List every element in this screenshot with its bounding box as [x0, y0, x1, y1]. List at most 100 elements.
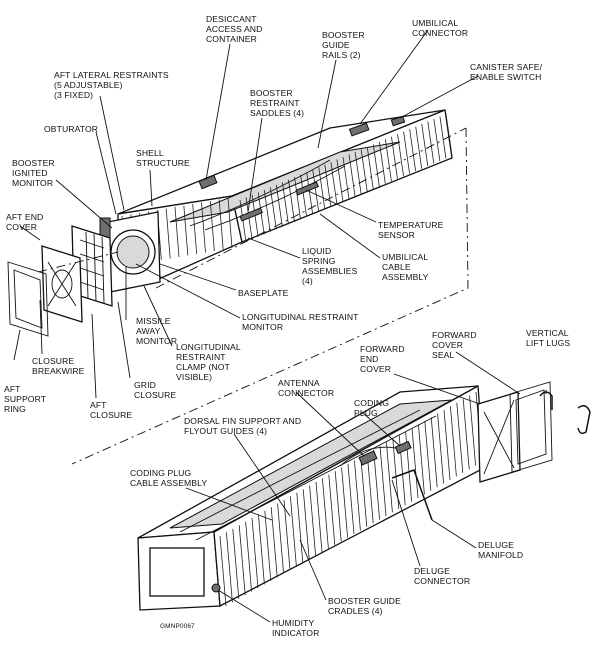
upper-centerline: [155, 127, 467, 289]
shell-rib: [347, 463, 355, 535]
shell-rib: [218, 199, 224, 250]
coding-plug-fitting: [394, 440, 412, 455]
shell-rib: [421, 124, 429, 167]
label-aft-closure: AFT CLOSURE: [90, 400, 133, 420]
shell-rib: [342, 156, 350, 200]
shell-rib: [302, 489, 310, 560]
label-humidity-indicator: HUMIDITY INDICATOR: [272, 618, 320, 638]
aft-centerline: [37, 251, 119, 273]
lower-shell-ribs: [219, 391, 483, 607]
label-desiccant-access: DESICCANT ACCESS AND CONTAINER: [206, 14, 263, 44]
label-forward-end-cover: FORWARD END COVER: [360, 344, 405, 374]
shell-rib: [226, 532, 233, 603]
shell-rib: [462, 399, 470, 470]
forward-end-parts: [477, 381, 591, 483]
label-shell-structure: SHELL STRUCTURE: [136, 148, 190, 168]
lower-end-opening: [149, 547, 205, 597]
label-aft-support-ring: AFT SUPPORT RING: [4, 384, 47, 414]
label-longitudinal-restraint-clamp: LONGITUDINAL RESTRAINT CLAMP (NOT VISIBL…: [176, 342, 241, 382]
umbilical-connector-fitting: [348, 122, 370, 137]
shell-rib: [263, 189, 271, 232]
forward-cover-seal: [509, 381, 553, 473]
label-closure-breakwire: CLOSURE BREAKWIRE: [32, 356, 85, 376]
booster-saddle-block: [239, 207, 263, 222]
shell-rib: [269, 187, 277, 230]
label-temperature-sensor: TEMPERATURE SENSOR: [378, 220, 444, 240]
shell-rib: [403, 131, 410, 174]
shell-rib: [227, 197, 233, 249]
label-longitudinal-restraint-monitor: LONGITUDINAL RESTRAINT MONITOR: [242, 312, 359, 332]
shell-rib: [328, 474, 336, 545]
canister-switch-fitting: [390, 115, 406, 127]
shell-rib: [283, 499, 291, 571]
label-grid-closure: GRID CLOSURE: [134, 380, 177, 400]
shell-rib: [300, 174, 307, 217]
shell-rib: [232, 528, 240, 599]
label-dorsal-fin-support: DORSAL FIN SUPPORT AND FLYOUT GUIDES (4): [184, 416, 302, 436]
shell-rib: [378, 141, 386, 184]
label-booster-ignited-monitor: BOOSTER IGNITED MONITOR: [12, 158, 55, 188]
shell-rib: [450, 406, 457, 477]
aft-end-parts: [7, 225, 113, 337]
label-deluge-manifold: DELUGE MANIFOLD: [478, 540, 524, 560]
shell-rib: [366, 146, 374, 189]
shell-rib: [174, 206, 180, 258]
label-canister-safe-enable-switch: CANISTER SAFE/ ENABLE SWITCH: [470, 62, 543, 82]
shell-rib: [439, 116, 447, 159]
shell-rib: [270, 507, 278, 578]
shell-rib: [360, 149, 368, 192]
label-umbilical-connector: UMBILICAL CONNECTOR: [412, 18, 469, 38]
label-liquid-spring-assemblies: LIQUID SPRING ASSEMBLIES (4): [302, 246, 358, 286]
shell-rib: [315, 481, 323, 553]
label-vertical-lift-lugs: VERTICAL LIFT LUGS: [526, 328, 571, 348]
shell-rib: [238, 525, 246, 596]
figure-id: GMNP0067: [160, 623, 195, 630]
label-forward-cover-seal: FORWARD COVER SEAL: [432, 330, 477, 360]
shell-rib: [391, 136, 398, 179]
shell-rib: [294, 177, 301, 220]
label-antenna-connector: ANTENNA CONNECTOR: [278, 378, 335, 398]
shell-rib: [296, 492, 304, 563]
shell-rib: [354, 460, 361, 531]
label-baseplate: BASEPLATE: [238, 288, 289, 298]
shell-rib: [341, 467, 348, 538]
shell-rib: [288, 179, 295, 222]
label-obturator: OBTURATOR: [44, 124, 99, 134]
label-coding-plug-cable-assembly: CODING PLUG CABLE ASSEMBLY: [130, 468, 208, 488]
shell-rib: [411, 427, 419, 499]
shell-rib: [433, 119, 441, 162]
shell-rib: [437, 413, 444, 484]
shell-rib: [312, 169, 320, 212]
shell-rib: [192, 203, 198, 255]
shell-rib: [456, 402, 464, 473]
aft-support-ring: [7, 261, 49, 337]
shell-rib: [445, 113, 453, 157]
upper-booster-bay: [169, 141, 401, 223]
lower-booster-bay: [169, 399, 453, 529]
label-deluge-connector: DELUGE CONNECTOR: [414, 566, 471, 586]
upper-canister: [99, 109, 453, 293]
lower-canister: [137, 384, 485, 611]
shell-rib: [245, 521, 252, 592]
shell-rib: [424, 420, 432, 491]
shell-rib: [348, 154, 356, 197]
shell-rib: [277, 503, 284, 574]
shell-rib: [275, 184, 283, 227]
shell-rib: [415, 126, 423, 169]
shell-rib: [324, 164, 332, 207]
shell-rib: [372, 144, 380, 187]
label-aft-end-cover: AFT END COVER: [6, 212, 44, 232]
shell-rib: [264, 510, 272, 581]
shell-rib: [258, 514, 265, 585]
shell-rib: [201, 202, 206, 253]
label-aft-lateral-restraints: AFT LATERAL RESTRAINTS (5 ADJUSTABLE) (3…: [54, 70, 169, 100]
obturator: [116, 235, 150, 269]
upper-to-lower-link-line: [71, 127, 469, 465]
shell-rib: [334, 471, 342, 542]
label-booster-guide-cradles: BOOSTER GUIDE CRADLES (4): [328, 596, 401, 616]
shell-rib: [318, 167, 326, 210]
lift-lug-right: [577, 405, 591, 435]
lift-lug-left: [539, 391, 553, 410]
